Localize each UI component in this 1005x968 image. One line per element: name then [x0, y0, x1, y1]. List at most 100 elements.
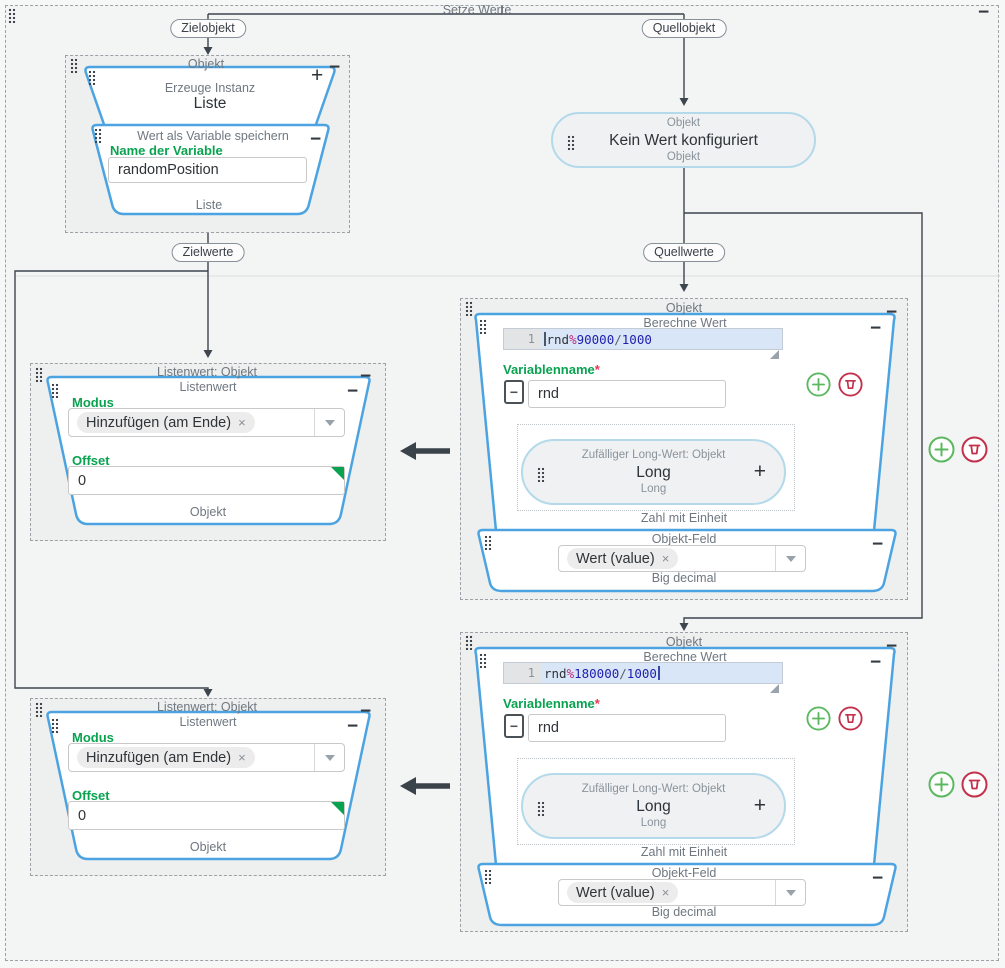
drag-handle-icon[interactable] [537, 467, 545, 482]
code-token: 1000 [626, 666, 657, 681]
offset-field [68, 466, 345, 495]
group-title: Objekt [187, 57, 225, 71]
node-subtitle: Erzeuge Instanz [164, 81, 256, 95]
dropdown-button[interactable] [775, 546, 805, 571]
field-select[interactable]: Wert (value) × [558, 879, 806, 906]
collapse-row-button[interactable]: − [504, 380, 524, 404]
collapse-icon[interactable]: − [347, 716, 359, 737]
dropdown-button[interactable] [775, 880, 805, 905]
node-footer: Objekt [189, 840, 227, 854]
collapse-icon[interactable]: − [310, 129, 322, 150]
connector-label-quellobjekt: Quellobjekt [641, 19, 727, 38]
drag-handle-icon[interactable] [465, 301, 473, 316]
collapse-row-button[interactable]: − [504, 714, 524, 738]
chip-label: Hinzufügen (am Ende) [86, 414, 232, 431]
collapse-icon[interactable]: − [360, 701, 372, 722]
drag-handle-icon[interactable] [35, 702, 43, 717]
resize-handle-icon[interactable] [770, 684, 779, 693]
offset-input[interactable] [68, 466, 345, 495]
add-icon[interactable] [806, 706, 831, 731]
connector-label-zielobjekt: Zielobjekt [170, 19, 246, 38]
dropdown-button[interactable] [314, 744, 344, 771]
code-token: 1000 [621, 332, 652, 347]
drag-handle-icon[interactable] [51, 383, 59, 398]
collapse-icon[interactable]: − [870, 318, 882, 339]
remove-chip-icon[interactable]: × [661, 885, 670, 900]
node-subtitle: Zufälliger Long-Wert: Objekt [581, 782, 726, 795]
variable-name-input[interactable] [108, 157, 307, 183]
drag-handle-icon[interactable] [479, 319, 487, 334]
expand-icon[interactable]: + [311, 64, 324, 87]
dropdown-button[interactable] [314, 409, 344, 436]
remove-chip-icon[interactable]: × [238, 415, 246, 430]
field-chip[interactable]: Wert (value)× [567, 548, 679, 569]
code-line[interactable]: rnd%180000/1000 [541, 663, 782, 683]
drag-handle-icon[interactable] [479, 653, 487, 668]
delete-icon[interactable] [838, 706, 863, 731]
expand-icon[interactable]: + [753, 794, 766, 817]
code-token: / [614, 332, 622, 347]
remove-chip-icon[interactable]: × [238, 750, 246, 765]
connector-label-quellwerte: Quellwerte [643, 243, 725, 262]
corner-marker-icon [331, 467, 344, 480]
drag-handle-icon[interactable] [537, 801, 545, 816]
code-line[interactable]: rnd%90000/1000 [541, 329, 782, 349]
delete-icon[interactable] [961, 771, 988, 798]
page-title: Setze Werte [442, 3, 512, 17]
add-icon[interactable] [928, 771, 955, 798]
node-random-long[interactable]: + Zufälliger Long-Wert: Objekt Long Long [521, 439, 786, 505]
field-chip[interactable]: Wert (value) × [567, 882, 679, 903]
chip-label: Wert (value) [576, 884, 655, 901]
node-random-long[interactable]: + Zufälliger Long-Wert: Objekt Long Long [521, 773, 786, 839]
drag-handle-icon[interactable] [35, 367, 43, 382]
modus-chip[interactable]: Hinzufügen (am Ende) × [77, 747, 255, 768]
modus-chip[interactable]: Hinzufügen (am Ende) × [77, 412, 255, 433]
modus-select[interactable]: Hinzufügen (am Ende) × [68, 743, 345, 772]
drag-handle-icon[interactable] [484, 869, 492, 884]
line-number: 1 [504, 329, 541, 349]
collapse-icon[interactable]: − [978, 2, 990, 23]
node-subtitle: Zufälliger Long-Wert: Objekt [581, 448, 726, 461]
expand-icon[interactable]: + [753, 460, 766, 483]
drag-handle-icon[interactable] [94, 128, 102, 143]
group-title: Listenwert: Objekt [156, 700, 258, 714]
node-footer: Big decimal [651, 905, 717, 919]
resize-handle-icon[interactable] [770, 350, 779, 359]
label-text: Variablenname [503, 362, 595, 377]
add-icon[interactable] [928, 436, 955, 463]
offset-input[interactable] [68, 801, 345, 830]
drag-handle-icon[interactable] [88, 70, 96, 85]
node-title: Berechne Wert [643, 650, 727, 664]
field-select[interactable]: Wert (value)× [558, 545, 806, 572]
add-icon[interactable] [806, 372, 831, 397]
node-source-object[interactable]: Objekt Kein Wert konfiguriert Objekt [551, 112, 816, 168]
delete-icon[interactable] [961, 436, 988, 463]
collapse-icon[interactable]: − [886, 302, 898, 323]
delete-icon[interactable] [838, 372, 863, 397]
node-title: Listenwert [179, 715, 237, 729]
drag-handle-icon[interactable] [51, 718, 59, 733]
collapse-icon[interactable]: − [872, 868, 884, 889]
code-token: 180000 [574, 666, 620, 681]
drag-handle-icon[interactable] [484, 535, 492, 550]
collapse-icon[interactable]: − [360, 366, 372, 387]
remove-chip-icon[interactable]: × [661, 551, 670, 566]
drag-handle-icon[interactable] [8, 8, 16, 23]
code-editor[interactable]: 1 rnd%90000/1000 [503, 328, 783, 350]
collapse-icon[interactable]: − [870, 652, 882, 673]
code-editor[interactable]: 1 rnd%180000/1000 [503, 662, 783, 684]
collapse-icon[interactable]: − [347, 381, 359, 402]
collapse-icon[interactable]: − [886, 636, 898, 657]
modus-select[interactable]: Hinzufügen (am Ende) × [68, 408, 345, 437]
drag-handle-icon[interactable] [70, 58, 78, 73]
drag-handle-icon[interactable] [465, 635, 473, 650]
collapse-icon[interactable]: − [329, 57, 341, 78]
required-mark: * [594, 362, 600, 377]
variable-name-input[interactable] [528, 714, 726, 742]
variable-name-input[interactable] [528, 380, 726, 408]
chip-label: Hinzufügen (am Ende) [86, 749, 232, 766]
drag-handle-icon[interactable] [567, 135, 575, 150]
collapse-icon[interactable]: − [872, 534, 884, 555]
node-type: Long [640, 482, 667, 495]
